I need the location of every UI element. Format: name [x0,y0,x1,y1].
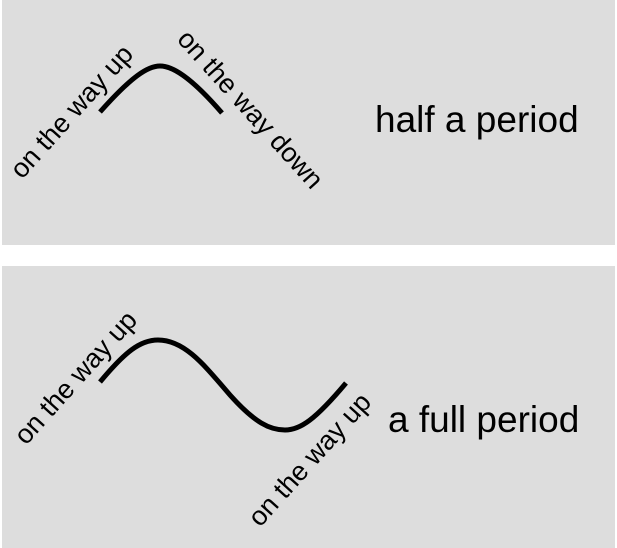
half-period-curve [98,63,224,115]
label-on-the-way-up-left: on the way up [8,305,143,450]
label-on-the-way-down: on the way down [172,24,330,195]
caption-full-period: a full period [388,399,579,440]
panel-full-period [2,266,615,548]
panel-half-period [2,0,615,245]
full-period-curve [98,337,348,433]
label-on-the-way-up-right: on the way up [242,387,377,532]
caption-half-period: half a period [375,99,579,140]
label-on-the-way-up-top: on the way up [4,39,139,184]
